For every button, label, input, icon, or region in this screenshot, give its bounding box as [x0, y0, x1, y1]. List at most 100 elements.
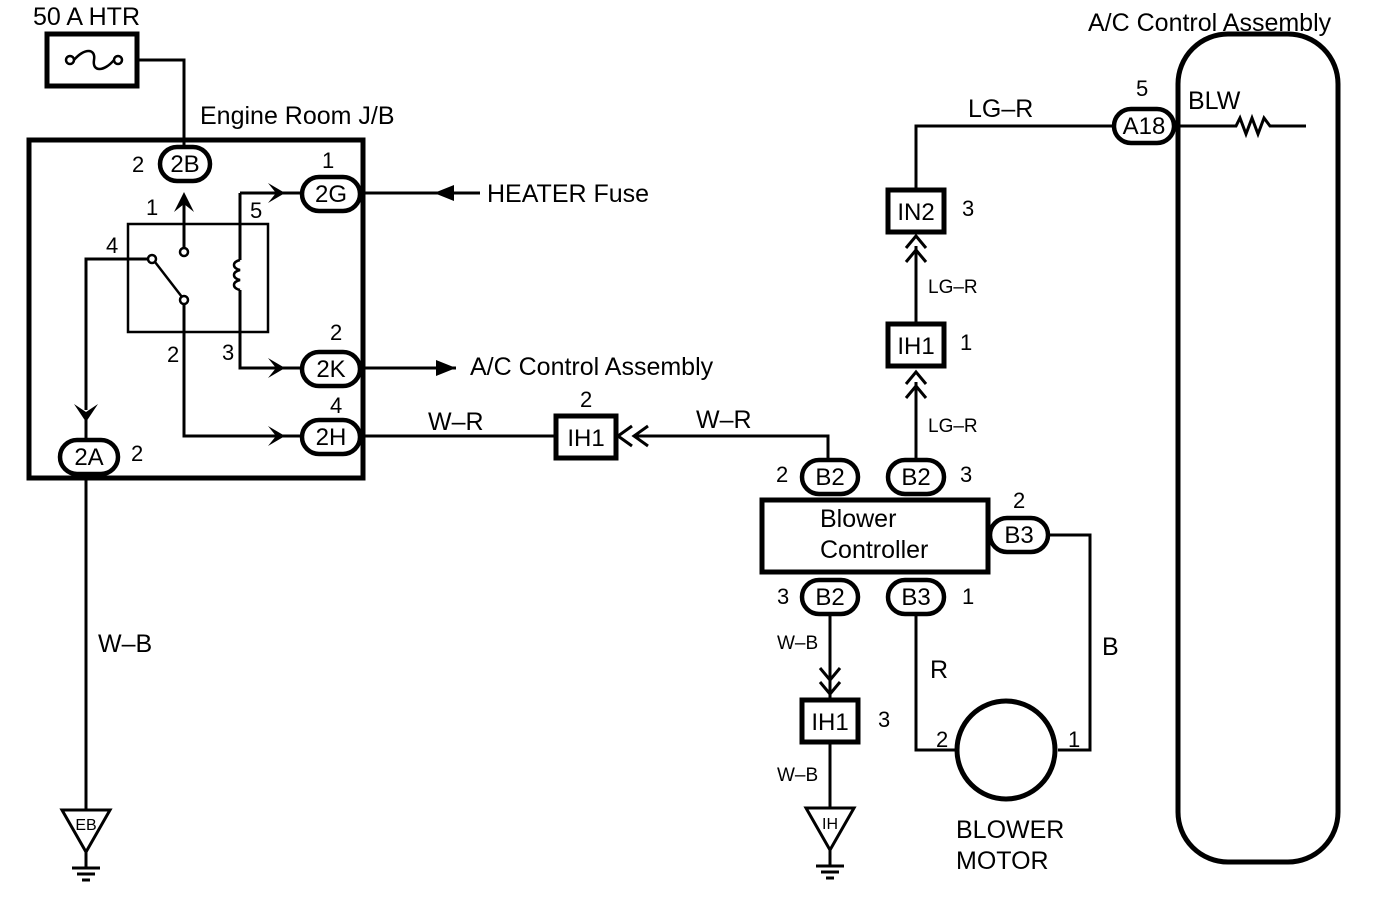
relay-coil-icon [232, 258, 241, 292]
arrow-heater-fuse-icon [434, 185, 454, 201]
connector-IN2: IN2 3 [885, 187, 974, 235]
wire-label-wb-left: W–B [98, 630, 152, 658]
double-chevron-up-icon-lower [904, 369, 928, 399]
fuse-50a-htr: 50 A HTR [33, 3, 140, 89]
wire-label-b: B [1102, 633, 1119, 661]
connector-2A-label: 2A [74, 444, 103, 471]
connector-IH1-mid-label: IH1 [567, 425, 604, 452]
blower-motor-line2: MOTOR [956, 847, 1049, 875]
relay-box [126, 222, 270, 334]
ac-control-assembly: A/C Control Assembly BLW [1088, 9, 1341, 865]
connector-B2-right-label: B2 [901, 464, 930, 491]
fuse-50a-label: 50 A HTR [33, 3, 140, 31]
resistor-icon [1174, 113, 1306, 139]
connector-B3-bottom-pin: 1 [962, 584, 974, 609]
connector-B3-side: B3 2 [987, 488, 1051, 555]
ground-IH-icon [803, 806, 857, 854]
arrow-2B-up-icon [174, 192, 194, 212]
connector-B3-bottom: B3 1 [885, 577, 974, 617]
connector-IH1-mid-pin: 2 [580, 387, 592, 412]
connector-2A-pin: 2 [131, 441, 143, 466]
connector-B2-right-pin: 3 [960, 462, 972, 487]
arrow-2G-icon [268, 183, 285, 203]
ground-EB: EB [59, 808, 113, 882]
connector-2G: 2G 1 [268, 148, 363, 214]
ground-EB-label: EB [75, 817, 96, 834]
wire-B3-to-motor [914, 614, 956, 752]
wire-relay-pin4-to-2A [84, 257, 148, 410]
connector-2K-label: 2K [316, 356, 345, 383]
connector-B2-left-label: B2 [815, 464, 844, 491]
jb-outline [26, 137, 366, 481]
engine-room-jb: Engine Room J/B [26, 102, 395, 481]
wire-label-wr-left: W–R [428, 408, 484, 436]
motor-pin-1: 1 [1068, 727, 1080, 752]
connector-IH1-top: IH1 1 [885, 321, 972, 369]
connector-2H-label: 2H [316, 424, 347, 451]
blower-motor-line1: BLOWER [956, 816, 1064, 844]
wire-coil-to-2K [238, 290, 282, 370]
connector-A18: A18 5 [1111, 76, 1177, 146]
wire-label-lgr-mid: LG–R [928, 277, 978, 298]
connector-2B: 2B 2 [132, 144, 213, 184]
blower-motor-icon [954, 698, 1058, 802]
connector-IH1-bottom-pin: 3 [878, 707, 890, 732]
blower-controller-line2: Controller [820, 536, 928, 564]
connector-2H-pin: 4 [330, 393, 342, 418]
connector-IH1-bottom: IH1 3 [799, 697, 890, 745]
arrow-2K-icon [268, 358, 285, 378]
fuse-symbol-icon [64, 49, 124, 71]
arrow-2H-icon [268, 426, 285, 446]
relay-pin-2: 2 [167, 342, 179, 367]
blw-label: BLW [1188, 87, 1241, 115]
relay-pin-4: 4 [106, 233, 118, 258]
wire-B3-side-to-motor [1048, 533, 1092, 752]
wire-label-lgr-low: LG–R [928, 416, 978, 437]
ac-control-assembly-box [1175, 31, 1341, 865]
arrow-ac-control-icon [436, 360, 456, 376]
wire-label-wb-low: W–B [777, 765, 818, 786]
motor-pin-2: 2 [936, 727, 948, 752]
relay-pin-1: 1 [146, 195, 158, 220]
connector-2B-pin: 2 [132, 152, 144, 177]
connector-B3-side-pin: 2 [1013, 488, 1025, 513]
arrow-2A-icon [74, 404, 98, 422]
double-chevron-down-icon [818, 667, 842, 697]
connector-B2-right: B2 3 [885, 457, 972, 497]
fuse-box [44, 31, 140, 89]
connector-2B-label: 2B [170, 151, 199, 178]
connector-IH1-bottom-label: IH1 [811, 709, 848, 736]
connector-IN2-pin: 3 [962, 196, 974, 221]
wire-label-wr-right: W–R [696, 406, 752, 434]
ground-EB-icon [59, 808, 113, 856]
wire-label-wb-mid: W–B [777, 633, 818, 654]
connector-2G-pin: 1 [322, 148, 334, 173]
wire-label-r: R [930, 656, 948, 684]
wire-label-lgr-top: LG–R [968, 95, 1033, 123]
connector-A18-pin: 5 [1136, 76, 1148, 101]
connector-IH1-mid: IH1 2 [553, 387, 649, 461]
connector-B2-bottom-pin: 3 [777, 584, 789, 609]
double-chevron-up-icon-upper [904, 233, 928, 263]
connector-B2-bottom-label: B2 [815, 584, 844, 611]
ground-IH-label: IH [822, 816, 838, 833]
connector-B2-left-pin: 2 [776, 462, 788, 487]
wire-relay-pin2-to-2H [182, 304, 282, 438]
connector-2A: 2A 2 [57, 404, 143, 477]
connector-IH1-top-pin: 1 [960, 330, 972, 355]
connector-B3-side-label: B3 [1004, 522, 1033, 549]
connector-IN2-label: IN2 [897, 199, 934, 226]
blower-motor: 2 1 BLOWER MOTOR [936, 698, 1080, 875]
connector-2K: 2K 2 [268, 320, 363, 389]
jb-label: Engine Room J/B [200, 102, 395, 130]
connector-A18-label: A18 [1123, 113, 1166, 140]
wire-IH1-to-B2 [634, 434, 830, 460]
connector-2H: 2H 4 [268, 393, 363, 457]
connector-B2-left: B2 2 [776, 457, 861, 497]
connector-B3-bottom-label: B3 [901, 584, 930, 611]
heater-fuse-label: HEATER Fuse [487, 180, 649, 208]
relay-pin-3: 3 [222, 340, 234, 365]
relay-switch-icon [146, 246, 190, 306]
blower-controller: Blower Controller [759, 497, 991, 575]
